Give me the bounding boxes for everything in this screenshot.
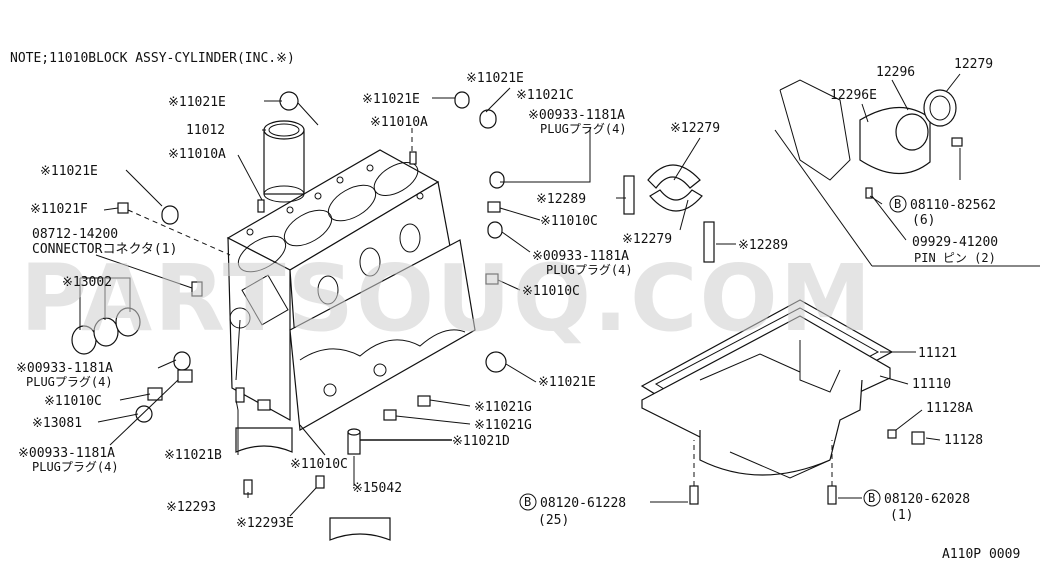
- callout-plug-2-text: PLUGプラグ(4): [32, 460, 119, 474]
- rear-oil-seal-drawing: [779, 79, 963, 199]
- callout-11021E-top[interactable]: ※11021E: [168, 95, 226, 110]
- leader-lines: [79, 73, 961, 517]
- callout-12279-top-right[interactable]: 12279: [954, 57, 993, 72]
- callout-11128[interactable]: 11128: [944, 433, 983, 448]
- callout-11021G-1[interactable]: ※11021G: [474, 400, 532, 415]
- callout-11128A[interactable]: 11128A: [926, 401, 973, 416]
- callout-08120-61228[interactable]: B 08120-61228 (25): [519, 493, 626, 528]
- small-plugs-drawing: [117, 91, 507, 495]
- callout-plug-4-text: PLUGプラグ(4): [546, 263, 633, 277]
- callout-12296E[interactable]: 12296E: [830, 88, 877, 103]
- figure-code: A110P 0009: [942, 547, 1020, 562]
- callout-08110-82562[interactable]: B 08110-82562 (6): [889, 195, 996, 228]
- callout-11010C-r1[interactable]: ※11010C: [540, 214, 598, 229]
- diagram-note: NOTE;11010BLOCK ASSY-CYLINDER(INC.※): [10, 51, 295, 66]
- callout-plug-3-number[interactable]: ※00933-1181A: [528, 108, 625, 123]
- callout-08712-14200[interactable]: 08712-14200: [32, 227, 118, 242]
- callout-12279-mid[interactable]: ※12279: [670, 121, 720, 136]
- callout-11021E-mid[interactable]: ※11021E: [362, 92, 420, 107]
- callout-11121[interactable]: 11121: [918, 346, 957, 361]
- callout-11021E-left[interactable]: ※11021E: [40, 164, 98, 179]
- bearing-caps-drawing: [235, 427, 391, 541]
- callout-12293[interactable]: ※12293: [166, 500, 216, 515]
- callout-connector[interactable]: CONNECTORコネクタ(1): [32, 242, 177, 257]
- callout-plug-2-number[interactable]: ※00933-1181A: [18, 446, 115, 461]
- callout-11021F[interactable]: ※11021F: [30, 202, 88, 217]
- bolt-2-number: 08120-61228: [540, 496, 626, 511]
- callout-11010C-left[interactable]: ※11010C: [44, 394, 102, 409]
- callout-11021E-upper[interactable]: ※11021E: [466, 71, 524, 86]
- thrust-washers-drawing: [623, 164, 715, 263]
- callout-11010C-bottom[interactable]: ※11010C: [290, 457, 348, 472]
- callout-11021D[interactable]: ※11021D: [452, 434, 510, 449]
- watermark: PARTSOUQ.COM: [20, 245, 873, 352]
- cylinder-liner-drawing: [263, 120, 305, 203]
- bolt-3-qty: (1): [890, 508, 913, 523]
- bolt-3-number: 08120-62028: [884, 492, 970, 507]
- callout-11021E-right[interactable]: ※11021E: [538, 375, 596, 390]
- bolt-2-qty: (25): [538, 513, 569, 528]
- callout-12296[interactable]: 12296: [876, 65, 915, 80]
- oil-pan-drawing: [640, 299, 894, 479]
- callout-12289-a[interactable]: ※12289: [536, 192, 586, 207]
- callout-pin-text: PIN ピン (2): [914, 251, 996, 265]
- callout-12289-b[interactable]: ※12289: [738, 238, 788, 253]
- callout-15042[interactable]: ※15042: [352, 481, 402, 496]
- callout-12293E[interactable]: ※12293E: [236, 516, 294, 531]
- bolt-1-qty: (6): [912, 213, 935, 228]
- callout-plug-1-text: PLUGプラグ(4): [26, 375, 113, 389]
- callout-09929-41200[interactable]: 09929-41200: [912, 235, 998, 250]
- expansion-plugs-drawing: [71, 307, 141, 355]
- callout-plug-4-number[interactable]: ※00933-1181A: [532, 249, 629, 264]
- callout-11010C-r2[interactable]: ※11010C: [522, 284, 580, 299]
- circle-b-label: B: [868, 491, 875, 505]
- callout-13002[interactable]: ※13002: [62, 275, 112, 290]
- circle-b-label: B: [894, 197, 901, 211]
- callout-08120-62028[interactable]: B 08120-62028 (1): [863, 489, 970, 523]
- callout-plug-3-text: PLUGプラグ(4): [540, 122, 627, 136]
- bolt-1-number: 08110-82562: [910, 198, 996, 213]
- callout-12279-b[interactable]: ※12279: [622, 232, 672, 247]
- callout-11110[interactable]: 11110: [912, 377, 951, 392]
- cylinder-block-drawing: [226, 149, 476, 431]
- callout-11021C[interactable]: ※11021C: [516, 88, 574, 103]
- callout-11010A-left[interactable]: ※11010A: [168, 147, 226, 162]
- callout-11021B[interactable]: ※11021B: [164, 448, 222, 463]
- callout-plug-1-number[interactable]: ※00933-1181A: [16, 361, 113, 376]
- callout-11012[interactable]: 11012: [186, 123, 225, 138]
- callout-11010A-mid[interactable]: ※11010A: [370, 115, 428, 130]
- callout-13081[interactable]: ※13081: [32, 416, 82, 431]
- circle-b-label: B: [524, 495, 531, 509]
- callout-11021G-2[interactable]: ※11021G: [474, 418, 532, 433]
